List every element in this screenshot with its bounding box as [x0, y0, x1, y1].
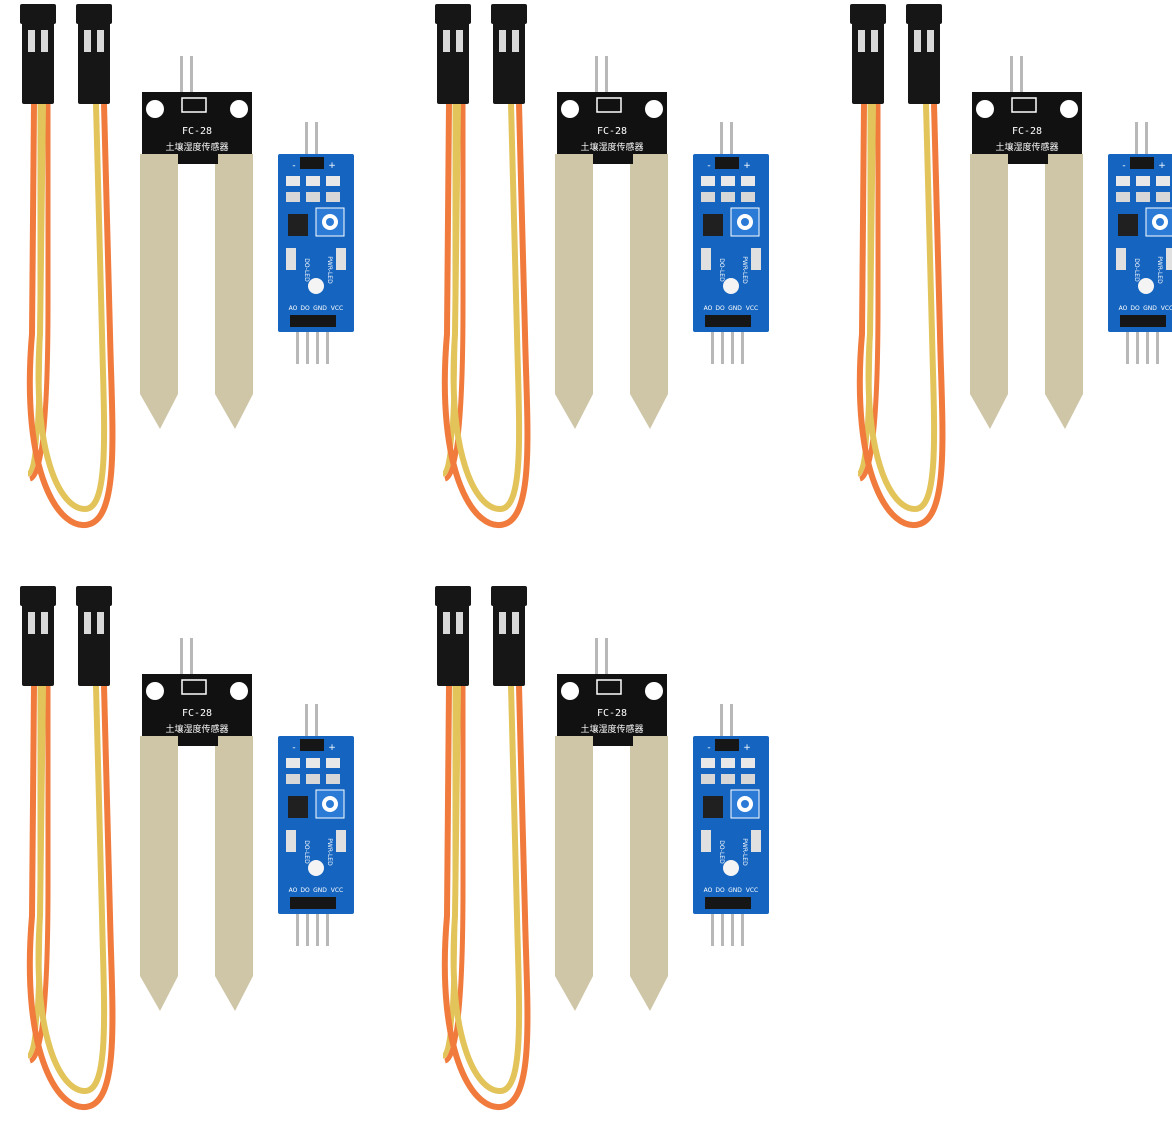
jumper-wire-pair-icon — [20, 4, 116, 529]
module-pin-label-gnd: GND — [313, 887, 327, 894]
comparator-module-icon: - + DO-LED PWR-LED AO DO — [1108, 122, 1172, 364]
soil-probe-icon: FC-28 土壤湿度传感器 — [555, 638, 668, 1011]
comparator-module-icon: - + DO-LED PWR-LED AO DO — [278, 122, 354, 364]
module-pin-label-vcc: VCC — [746, 887, 758, 894]
module-plus-mark: + — [1158, 161, 1166, 171]
module-pin-label-vcc: VCC — [331, 887, 343, 894]
module-plus-mark: + — [743, 161, 751, 171]
sensor-kit-3: FC-28 土壤湿度传感器 - + — [840, 4, 1172, 529]
module-pin-label-ao: AO — [289, 305, 298, 312]
module-pwr-led-label: PWR-LED — [1156, 256, 1163, 284]
module-minus-mark: - — [707, 743, 710, 753]
jumper-wire-pair-icon — [435, 586, 531, 1111]
module-pwr-led-label: PWR-LED — [741, 838, 748, 866]
module-do-led-label: DO-LED — [303, 258, 310, 282]
jumper-wire-pair-icon — [850, 4, 946, 529]
sensor-kit-1: FC-28 土壤湿度传感器 - + — [10, 4, 370, 529]
sensor-kit-illustration: FC-28 土壤湿度传感器 - + — [20, 4, 354, 529]
module-do-led-label: DO-LED — [718, 258, 725, 282]
module-minus-mark: - — [292, 161, 295, 171]
sensor-kit-illustration: FC-28 土壤湿度传感器 - + — [20, 586, 354, 1111]
module-pin-label-do: DO — [1130, 305, 1140, 312]
probe-description-label: 土壤湿度传感器 — [165, 723, 228, 735]
module-pin-label-vcc: VCC — [746, 305, 758, 312]
module-pin-label-gnd: GND — [728, 887, 742, 894]
module-pin-label-ao: AO — [1119, 305, 1128, 312]
sensor-kit-5: FC-28 土壤湿度传感器 - + — [425, 586, 785, 1111]
soil-probe-icon: FC-28 土壤湿度传感器 — [140, 56, 253, 429]
probe-model-label: FC-28 — [182, 708, 212, 719]
module-pin-label-gnd: GND — [728, 305, 742, 312]
module-pin-label-ao: AO — [704, 887, 713, 894]
comparator-module-icon: - + DO-LED PWR-LED AO DO — [693, 704, 769, 946]
module-pwr-led-label: PWR-LED — [326, 838, 333, 866]
module-pin-label-gnd: GND — [1143, 305, 1157, 312]
module-do-led-label: DO-LED — [303, 840, 310, 864]
comparator-module-icon: - + DO-LED PWR-LED AO DO — [693, 122, 769, 364]
module-pin-label-vcc: VCC — [331, 305, 343, 312]
module-minus-mark: - — [292, 743, 295, 753]
sensor-kit-4: FC-28 土壤湿度传感器 - + — [10, 586, 370, 1111]
probe-model-label: FC-28 — [597, 126, 627, 137]
module-pin-label-ao: AO — [289, 887, 298, 894]
comparator-module-icon: - + DO-LED PWR-LED AO DO — [278, 704, 354, 946]
probe-description-label: 土壤湿度传感器 — [580, 141, 643, 153]
module-plus-mark: + — [328, 161, 336, 171]
module-pin-label-gnd: GND — [313, 305, 327, 312]
probe-description-label: 土壤湿度传感器 — [580, 723, 643, 735]
sensor-kit-illustration: FC-28 土壤湿度传感器 - + — [435, 4, 769, 529]
module-plus-mark: + — [328, 743, 336, 753]
jumper-wire-pair-icon — [435, 4, 531, 529]
probe-model-label: FC-28 — [1012, 126, 1042, 137]
probe-model-label: FC-28 — [182, 126, 212, 137]
soil-probe-icon: FC-28 土壤湿度传感器 — [555, 56, 668, 429]
soil-probe-icon: FC-28 土壤湿度传感器 — [970, 56, 1083, 429]
module-pwr-led-label: PWR-LED — [741, 256, 748, 284]
module-do-led-label: DO-LED — [1133, 258, 1140, 282]
sensor-kit-2: FC-28 土壤湿度传感器 - + — [425, 4, 785, 529]
module-pin-label-do: DO — [300, 305, 310, 312]
module-pin-label-ao: AO — [704, 305, 713, 312]
module-minus-mark: - — [707, 161, 710, 171]
module-minus-mark: - — [1122, 161, 1125, 171]
module-pin-label-vcc: VCC — [1161, 305, 1172, 312]
module-do-led-label: DO-LED — [718, 840, 725, 864]
probe-description-label: 土壤湿度传感器 — [995, 141, 1058, 153]
probe-description-label: 土壤湿度传感器 — [165, 141, 228, 153]
module-pwr-led-label: PWR-LED — [326, 256, 333, 284]
module-pin-label-do: DO — [715, 887, 725, 894]
module-pin-label-do: DO — [300, 887, 310, 894]
sensor-kit-illustration: FC-28 土壤湿度传感器 - + — [435, 586, 769, 1111]
probe-model-label: FC-28 — [597, 708, 627, 719]
module-plus-mark: + — [743, 743, 751, 753]
soil-probe-icon: FC-28 土壤湿度传感器 — [140, 638, 253, 1011]
sensor-kit-illustration: FC-28 土壤湿度传感器 - + — [850, 4, 1172, 529]
jumper-wire-pair-icon — [20, 586, 116, 1111]
module-pin-label-do: DO — [715, 305, 725, 312]
